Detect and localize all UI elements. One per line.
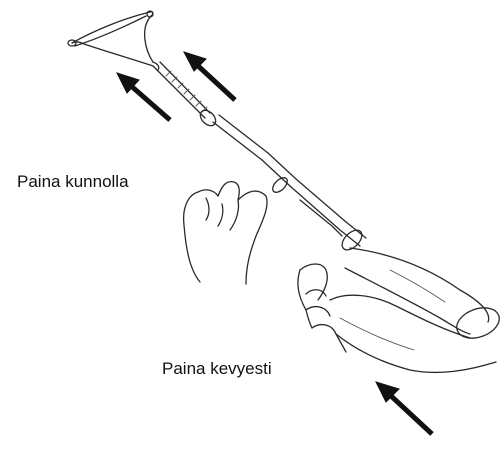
press-gently-label: Paina kevyesti <box>162 359 272 379</box>
inserter-handle <box>345 248 500 344</box>
arrow-icon <box>184 52 235 100</box>
upper-hand <box>184 182 267 284</box>
arrow-icon <box>117 73 170 120</box>
flange <box>197 107 218 128</box>
iud-t-frame <box>68 11 159 70</box>
press-firmly-label: Paina kunnolla <box>17 172 129 192</box>
lower-hand <box>298 264 496 372</box>
inserter-body <box>213 115 366 253</box>
arrow-icon <box>376 382 432 434</box>
